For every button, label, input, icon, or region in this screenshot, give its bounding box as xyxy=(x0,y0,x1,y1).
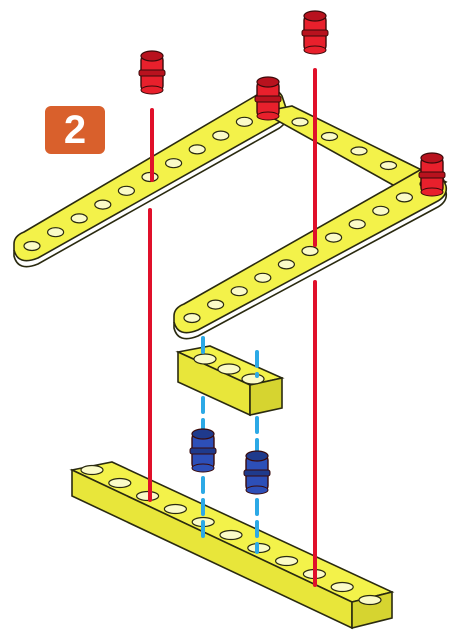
beam-hole xyxy=(136,490,160,502)
short-block-end xyxy=(249,377,283,416)
beam-hole xyxy=(395,192,413,203)
beam-hole xyxy=(46,227,65,238)
red-guide-lines xyxy=(148,68,317,587)
beam-hole xyxy=(275,555,299,567)
step-number-badge: 2 xyxy=(45,106,105,154)
beam-hole xyxy=(183,312,201,324)
blue-guide-lines xyxy=(201,336,259,554)
beam-hole xyxy=(330,581,354,593)
beam-hole xyxy=(277,259,295,270)
beam-hole xyxy=(320,131,339,142)
beam-hole xyxy=(372,205,390,216)
beam-hole xyxy=(188,144,206,155)
red-pin xyxy=(418,152,446,197)
blue-pin xyxy=(243,450,271,495)
beam-hole xyxy=(212,130,230,141)
beam-hole xyxy=(80,464,104,476)
beam-hole xyxy=(94,199,112,210)
red-pin xyxy=(254,76,282,121)
red-pins xyxy=(138,10,446,197)
beam-hole xyxy=(165,158,183,169)
short-block-hole xyxy=(193,353,217,365)
beam-hole xyxy=(235,116,253,127)
beam-hole xyxy=(108,477,132,489)
beam-hole xyxy=(358,594,382,606)
beam-hole xyxy=(301,245,319,257)
beam-hole xyxy=(379,160,398,171)
beam-hole xyxy=(254,272,272,283)
beam-hole xyxy=(291,117,309,127)
right-flat-beam xyxy=(173,167,448,340)
blue-pin xyxy=(189,428,217,473)
beam-hole xyxy=(230,286,248,297)
beam-hole xyxy=(23,240,41,252)
blue-pins xyxy=(189,428,271,495)
red-pin xyxy=(138,50,166,95)
short-block-hole xyxy=(217,363,241,375)
beam-hole xyxy=(163,503,187,515)
base-beam xyxy=(69,461,395,630)
short-block xyxy=(175,345,285,417)
beam-hole xyxy=(350,146,368,156)
beam-hole xyxy=(219,529,243,541)
beam-hole xyxy=(207,299,225,310)
beam-hole xyxy=(348,219,366,230)
beam-hole xyxy=(117,185,136,196)
beam-hole xyxy=(325,232,343,243)
base-beam-front xyxy=(71,468,353,630)
right-flat-beam-edge xyxy=(173,191,448,340)
base-beam-holes xyxy=(80,464,382,606)
beam-hole xyxy=(70,213,88,224)
short-block-hole xyxy=(241,373,265,385)
right-flat-beam-holes xyxy=(183,178,437,324)
red-pin xyxy=(301,10,329,55)
